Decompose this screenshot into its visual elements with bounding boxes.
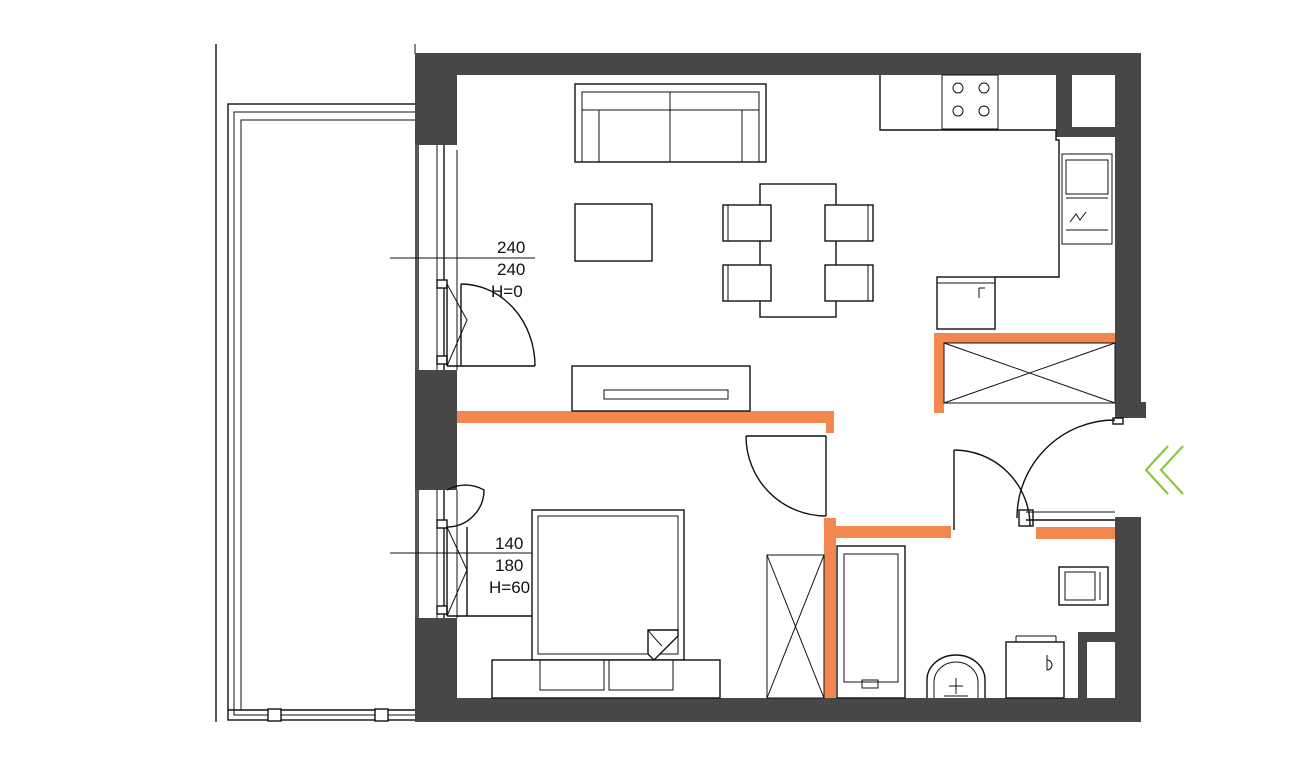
entrance-door — [1016, 417, 1124, 527]
bathtub — [836, 545, 906, 699]
window-bedroom-width: 140 — [495, 534, 523, 553]
wardrobe-entry — [943, 342, 1116, 404]
sofa — [574, 83, 767, 163]
washing-machine — [1058, 566, 1109, 606]
nightstands-dresser — [491, 659, 721, 699]
dining-set — [722, 183, 874, 318]
window-bedroom-sill-height: H=60 — [489, 578, 530, 597]
dining-chair — [824, 264, 874, 302]
window-bedroom-height: 180 — [495, 556, 523, 575]
window-living-sill-height: H=0 — [491, 282, 523, 301]
washbasin — [926, 654, 986, 698]
dining-chair — [722, 204, 772, 242]
dining-chair — [824, 204, 874, 242]
window-bedroom — [390, 484, 535, 618]
bed — [531, 509, 685, 661]
fridge — [936, 276, 996, 330]
kitchen-sink — [1061, 153, 1113, 245]
window-living-dimensions: 240 240 H=0 — [491, 238, 525, 301]
balcony-railing-post — [267, 708, 282, 722]
dining-chair — [722, 264, 772, 302]
interior-partitions — [457, 333, 1115, 698]
bathroom-door — [953, 449, 1031, 530]
bedroom-door — [745, 435, 827, 517]
kitchen-counter — [879, 74, 1113, 330]
cooktop — [941, 74, 999, 130]
toilet — [1005, 635, 1065, 699]
balcony-railing-post — [374, 708, 389, 722]
window-living-room — [390, 145, 536, 370]
double-chevron-left-icon — [1144, 445, 1184, 495]
coffee-table — [574, 203, 653, 262]
dining-table — [759, 183, 837, 318]
tv-cabinet — [571, 365, 751, 412]
window-living-width: 240 — [497, 238, 525, 257]
bedroom-wardrobe — [766, 554, 825, 699]
exterior-walls — [415, 53, 1146, 722]
balcony — [215, 44, 417, 722]
window-living-height: 240 — [497, 260, 525, 279]
window-bedroom-dimensions: 140 180 H=60 — [489, 534, 530, 597]
